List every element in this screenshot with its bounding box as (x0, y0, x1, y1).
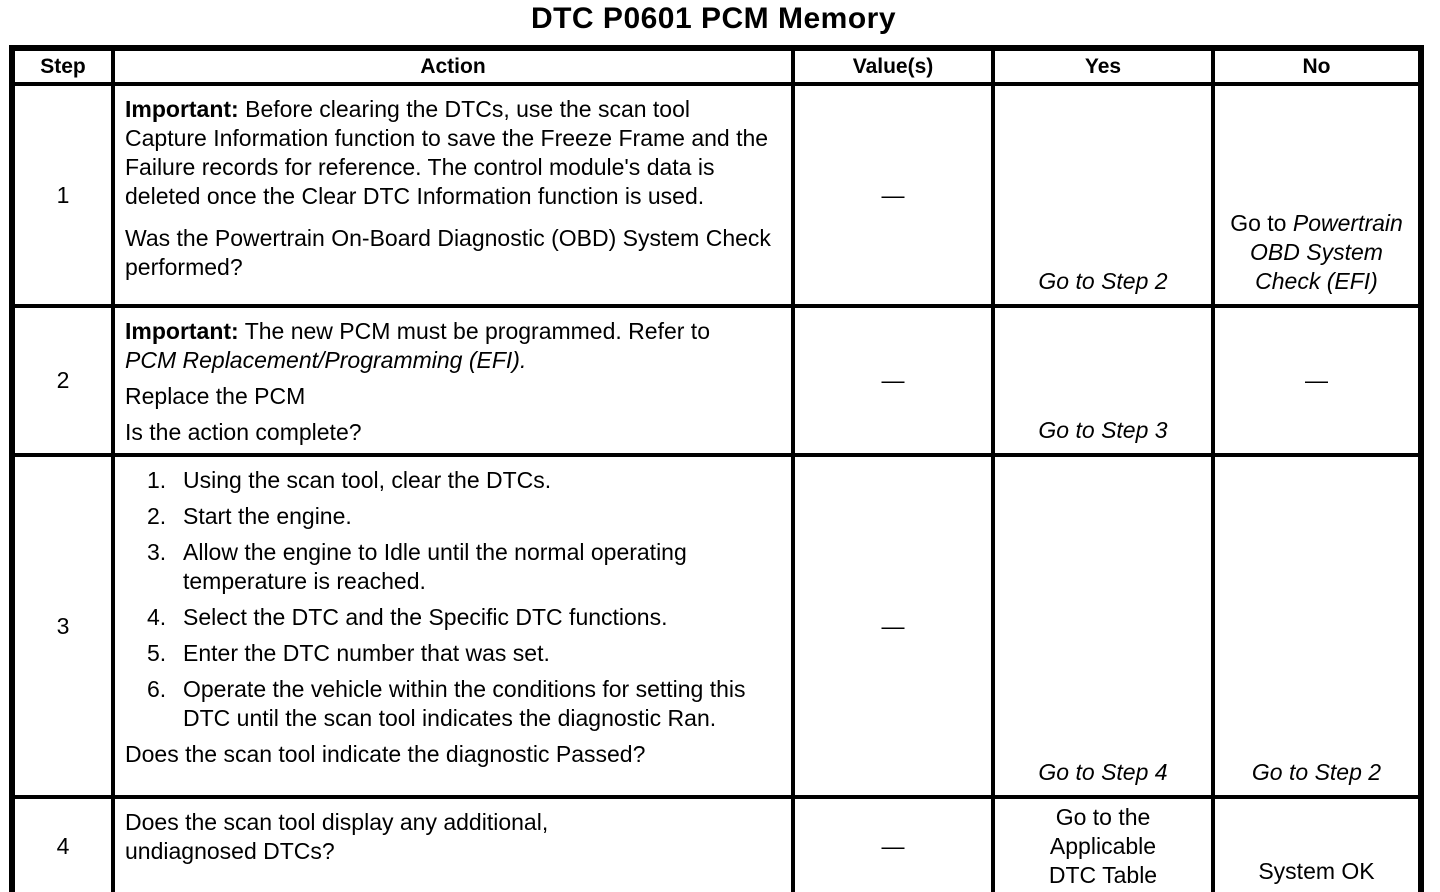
goto-prefix: Go to (1230, 210, 1293, 236)
action-cell: Does the scan tool display any additiona… (111, 795, 795, 892)
action-cell: Important: The new PCM must be programme… (111, 304, 795, 457)
action-paragraph: Important: The new PCM must be programme… (125, 317, 725, 375)
list-item-number: 4. (147, 604, 167, 630)
list-item: 2. Start the engine. (147, 502, 777, 531)
action-instruction: Replace the PCM (125, 383, 306, 409)
table-row-step-4: 4 Does the scan tool display any additio… (10, 795, 1423, 892)
no-cell: — (1211, 304, 1423, 457)
no-goto-text: Go to Powertrain OBD System Check (EFI) (1221, 209, 1412, 296)
list-item: 3. Allow the engine to Idle until the nor… (147, 538, 777, 596)
value-cell: — (791, 82, 995, 308)
value-cell: — (791, 453, 995, 799)
list-item: 4. Select the DTC and the Specific DTC fu… (147, 603, 777, 632)
list-item-text: Start the engine. (183, 503, 352, 529)
action-question: Is the action complete? (125, 419, 362, 445)
list-item-text: Enter the DTC number that was set. (183, 640, 550, 666)
step-number: 2 (10, 304, 115, 457)
yes-cell: Go to Step 4 (991, 453, 1215, 799)
column-header-yes: Yes (991, 46, 1215, 86)
value-cell: — (791, 795, 995, 892)
column-header-values: Value(s) (791, 46, 995, 86)
header-row: Step Action Value(s) Yes No (10, 46, 1423, 86)
list-item-number: 2. (147, 503, 167, 529)
reference-italic: PCM Replacement/Programming (EFI). (125, 347, 527, 373)
yes-cell: Go to the Applicable DTC Table (991, 795, 1215, 892)
important-text: The new PCM must be programmed. Refer to (238, 318, 710, 344)
list-item-text: Allow the engine to Idle until the norma… (183, 539, 687, 594)
no-result-text: System OK (1258, 858, 1375, 884)
numbered-list: 1. Using the scan tool, clear the DTCs. 2… (125, 466, 777, 733)
column-header-no: No (1211, 46, 1423, 86)
yes-goto-text: Go to Step 4 (1038, 759, 1168, 785)
action-question: Does the scan tool display any additiona… (125, 809, 549, 864)
list-item: 6. Operate the vehicle within the conditi… (147, 675, 777, 733)
table-row-step-1: 1 Important: Before clearing the DTCs, u… (10, 82, 1423, 308)
no-cell: System OK (1211, 795, 1423, 892)
diagnostic-table: Step Action Value(s) Yes No 1 Important:… (9, 45, 1424, 892)
step-number: 1 (10, 82, 115, 308)
column-header-action: Action (111, 46, 795, 86)
action-question: Was the Powertrain On-Board Diagnostic (… (125, 225, 771, 280)
no-cell: Go to Step 2 (1211, 453, 1423, 799)
list-item: 1. Using the scan tool, clear the DTCs. (147, 466, 777, 495)
yes-goto-text: Go to Step 3 (1038, 417, 1168, 443)
list-item-number: 5. (147, 640, 167, 666)
yes-goto-text: Go to Step 2 (1038, 268, 1168, 294)
table-row-step-2: 2 Important: The new PCM must be program… (10, 304, 1423, 457)
step-number: 4 (10, 795, 115, 892)
action-cell: 1. Using the scan tool, clear the DTCs. 2… (111, 453, 795, 799)
yes-goto-text: Go to the Applicable DTC Table (1048, 804, 1158, 888)
step-number: 3 (10, 453, 115, 799)
table-row-step-3: 3 1. Using the scan tool, clear the DTCs.… (10, 453, 1423, 799)
yes-cell: Go to Step 3 (991, 304, 1215, 457)
list-item-text: Using the scan tool, clear the DTCs. (183, 467, 552, 493)
action-question: Does the scan tool indicate the diagnost… (125, 741, 646, 767)
value-cell: — (791, 304, 995, 457)
yes-cell: Go to Step 2 (991, 82, 1215, 308)
important-text: Before clearing the DTCs, use the scan t… (125, 96, 769, 209)
list-item-number: 3. (147, 539, 167, 565)
important-label: Important: (125, 318, 239, 344)
important-label: Important: (125, 96, 239, 122)
action-paragraph: Important: Before clearing the DTCs, use… (125, 95, 777, 211)
list-item-number: 6. (147, 676, 167, 702)
page-title: DTC P0601 PCM Memory (530, 2, 897, 35)
list-item-text: Select the DTC and the Specific DTC func… (183, 604, 668, 630)
reference-italic: Powertrain OBD System Check (EFI) (1250, 210, 1403, 294)
list-item: 5. Enter the DTC number that was set. (147, 639, 777, 668)
no-goto-text: Go to Step 2 (1251, 759, 1382, 785)
no-cell: Go to Powertrain OBD System Check (EFI) (1211, 82, 1423, 308)
column-header-step: Step (10, 46, 115, 86)
action-cell: Important: Before clearing the DTCs, use… (111, 82, 795, 308)
list-item-text: Operate the vehicle within the condition… (183, 676, 746, 731)
list-item-number: 1. (147, 467, 167, 493)
